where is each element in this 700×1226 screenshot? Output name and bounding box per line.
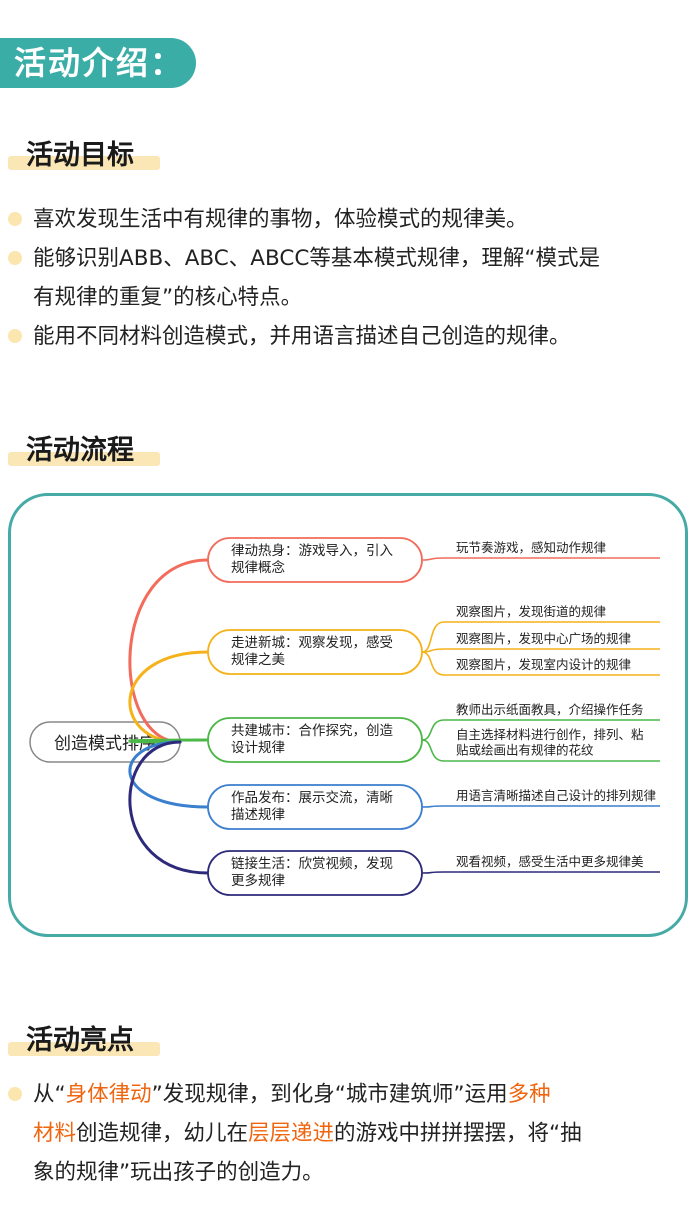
leaf-label: 观察图片，发现中心广场的规律	[456, 631, 631, 646]
goal-item: 喜欢发现生活中有规律的事物，体验模式的规律美。	[0, 200, 700, 239]
mindmap-frame	[8, 493, 688, 937]
goals-title: 活动目标	[26, 140, 134, 171]
branch-label: 共建城市：合作探究，创造设计规律	[231, 722, 393, 756]
branch-connector	[128, 650, 210, 744]
branch-label-line: 规律之美	[231, 652, 285, 668]
branch-connector	[128, 740, 210, 809]
leaf-label-line: 观察图片，发现中心广场的规律	[456, 631, 631, 646]
branch-label: 作品发布：展示交流，清晰描述规律	[231, 789, 393, 823]
title-highlight	[8, 452, 160, 466]
highlight-item: 从“身体律动”发现规律，到化身“城市建筑师”运用多种材料创造规律，幼儿在层层递进…	[0, 1075, 700, 1192]
leaf-label: 观察图片，发现室内设计的规律	[456, 657, 631, 672]
goal-item: 能用不同材料创造模式，并用语言描述自己创造的规律。	[0, 317, 700, 356]
highlight-text: 象的规律”玩出孩子的创造力。	[33, 1160, 324, 1185]
branch-label: 走进新城：观察发现，感受规律之美	[231, 634, 393, 668]
highlight-line: 从“身体律动”发现规律，到化身“城市建筑师”运用多种	[33, 1075, 690, 1114]
bullet-dot-icon	[8, 1087, 22, 1101]
leaf-connector	[421, 651, 445, 676]
leaf-connector	[421, 719, 445, 741]
highlight-text: 的游戏中拼拼摆摆，将“抽	[334, 1121, 582, 1146]
leaf-label-line: 自主选择材料进行创作，排列、粘	[456, 727, 644, 742]
branch-label-line: 共建城市：合作探究，创造	[231, 722, 393, 739]
leaf-connector	[421, 739, 445, 762]
branch-label-line: 规律概念	[231, 559, 285, 576]
leaf-label-line: 用语言清晰描述自己设计的排列规律	[456, 788, 656, 803]
goal-item: 能够识别ABB、ABC、ABCC等基本模式规律，理解“模式是有规律的重复”的核心…	[0, 239, 700, 317]
highlight-keyword: 材料	[33, 1121, 77, 1146]
section-banner: 活动介绍：	[0, 38, 196, 88]
highlight-keyword: 多种	[507, 1082, 551, 1107]
leaf-label: 玩节奏游戏，感知动作规律	[456, 540, 606, 555]
leaf-label: 自主选择材料进行创作，排列、粘贴或绘画出有规律的花纹	[456, 727, 644, 758]
goals-list: 喜欢发现生活中有规律的事物，体验模式的规律美。能够识别ABB、ABC、ABCC等…	[0, 200, 700, 356]
branch-label-line: 描述规律	[231, 807, 285, 823]
title-highlight	[8, 1042, 160, 1056]
branch-label-line: 走进新城：观察发现，感受	[231, 634, 393, 651]
root-label: 创造模式排序	[54, 734, 156, 754]
bullet-dot-icon	[8, 251, 22, 265]
title-highlight	[8, 156, 160, 170]
highlight-text: 从“	[33, 1082, 66, 1107]
goal-line: 喜欢发现生活中有规律的事物，体验模式的规律美。	[33, 207, 528, 232]
goal-line: 能够识别ABB、ABC、ABCC等基本模式规律，理解“模式是	[33, 246, 601, 271]
branch-label-line: 律动热身：游戏导入，引入	[231, 543, 393, 559]
highlight-line: 材料创造规律，幼儿在层层递进的游戏中拼拼摆摆，将“抽	[33, 1114, 690, 1153]
process-title: 活动流程	[26, 435, 134, 466]
leaf-connector	[421, 621, 445, 653]
leaf-label: 观看视频，感受生活中更多规律美	[456, 854, 644, 869]
leaf-label-line: 玩节奏游戏，感知动作规律	[456, 540, 606, 555]
branch-label-line: 作品发布：展示交流，清晰	[231, 789, 393, 806]
leaf-label: 教师出示纸面教具，介绍操作任务	[456, 702, 644, 717]
highlight-keyword: 身体律动	[65, 1082, 152, 1107]
branch-connector	[128, 558, 210, 744]
highlight-text: 创造规律，幼儿在	[76, 1121, 249, 1146]
bullet-dot-icon	[8, 212, 22, 226]
branch-label: 律动热身：游戏导入，引入规律概念	[231, 543, 393, 576]
highlight-line: 象的规律”玩出孩子的创造力。	[33, 1153, 690, 1192]
highlight-text: ”发现规律，到化身“城市建筑师”运用	[151, 1082, 508, 1107]
leaf-label-line: 观察图片，发现街道的规律	[456, 604, 606, 619]
goal-line: 能用不同材料创造模式，并用语言描述自己创造的规律。	[33, 324, 571, 349]
leaf-label-line: 贴或绘画出有规律的花纹	[456, 743, 594, 758]
leaf-label-line: 观看视频，感受生活中更多规律美	[456, 854, 644, 869]
leaf-label-line: 教师出示纸面教具，介绍操作任务	[456, 702, 644, 717]
leaf-label: 用语言清晰描述自己设计的排列规律	[456, 788, 656, 803]
branch-connector	[128, 740, 210, 875]
leaf-connector	[421, 805, 445, 808]
highlight-keyword: 层层递进	[248, 1121, 335, 1146]
bullet-dot-icon	[8, 329, 22, 343]
branch-label: 链接生活：欣赏视频，发现更多规律	[231, 855, 393, 889]
branch-label-line: 设计规律	[231, 740, 285, 756]
leaf-connector	[421, 557, 445, 561]
leaf-label: 观察图片，发现街道的规律	[456, 604, 606, 619]
leaf-connector	[421, 871, 445, 874]
goal-line: 有规律的重复”的核心特点。	[33, 285, 303, 310]
leaf-label-line: 观察图片，发现室内设计的规律	[456, 657, 631, 672]
branch-connector	[128, 738, 210, 744]
highlights-title: 活动亮点	[26, 1025, 134, 1056]
highlights-list: 从“身体律动”发现规律，到化身“城市建筑师”运用多种材料创造规律，幼儿在层层递进…	[0, 1075, 700, 1192]
branch-label-line: 链接生活：欣赏视频，发现	[231, 855, 393, 872]
branch-label-line: 更多规律	[231, 872, 285, 889]
